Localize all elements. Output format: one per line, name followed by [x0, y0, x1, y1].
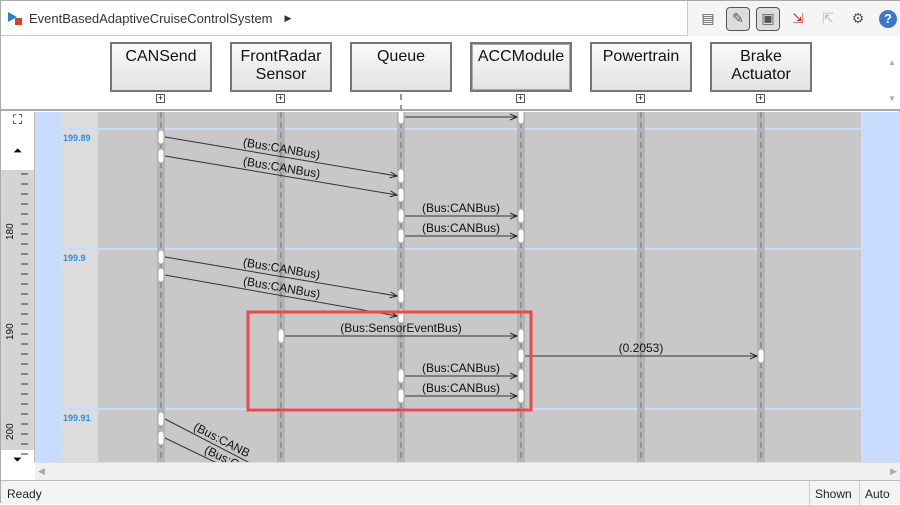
lifeline-queue[interactable]: Queue — [350, 42, 452, 92]
time-gutter — [61, 112, 98, 462]
status-bar: Ready Shown Auto — [1, 480, 900, 505]
receive-event — [517, 208, 525, 224]
send-event — [397, 228, 405, 244]
lifeline-cansend[interactable]: CANSend — [110, 42, 212, 92]
time-label: 199.91 — [63, 413, 91, 423]
expand-icon[interactable]: + — [516, 93, 525, 103]
receive-event — [397, 288, 405, 304]
status-text: Ready — [7, 487, 42, 501]
message-label: (Bus:CANBus) — [422, 201, 500, 215]
edit-layout-icon[interactable]: ✎ — [726, 6, 750, 31]
left-band — [35, 112, 61, 462]
message-arrow — [164, 274, 397, 316]
receive-event — [397, 187, 405, 203]
receive-event — [517, 388, 525, 404]
ruler-label: 190 — [5, 323, 16, 340]
import-icon[interactable]: ⇱ — [822, 10, 834, 26]
title-bar: EventBasedAdaptiveCruiseControlSystem ▶ … — [1, 1, 900, 36]
simulation-view-icon[interactable]: ▣ — [756, 6, 780, 31]
breadcrumb[interactable]: EventBasedAdaptiveCruiseControlSystem ▶ — [7, 10, 291, 26]
send-event — [517, 348, 525, 364]
send-event — [397, 388, 405, 404]
scroll-top-icon[interactable]: ⏶ — [1, 132, 34, 170]
send-event — [277, 328, 285, 344]
message-arrow — [164, 437, 216, 462]
receive-event — [517, 112, 525, 125]
send-event — [397, 368, 405, 384]
lifeline-accmodule[interactable]: ACCModule — [470, 42, 572, 92]
time-label: 199.89 — [63, 133, 91, 143]
mode-indicator[interactable]: Auto — [865, 487, 890, 501]
model-name[interactable]: EventBasedAdaptiveCruiseControlSystem — [29, 10, 273, 26]
properties-icon[interactable]: ▤ — [701, 10, 715, 26]
message-arrow — [164, 136, 397, 176]
expand-icon[interactable]: + — [756, 93, 765, 103]
message-arrow — [164, 418, 250, 462]
time-label: 199.9 — [63, 253, 86, 263]
horizontal-scrollbar[interactable]: ◀▶ — [35, 462, 900, 480]
receive-event — [397, 168, 405, 184]
message-label: (Bus:CANBus) — [422, 221, 500, 235]
breadcrumb-arrow-icon[interactable]: ▶ — [284, 12, 292, 23]
ruler-label: 200 — [5, 423, 16, 440]
expand-icon[interactable]: + — [636, 93, 645, 103]
scroll-up-icon[interactable]: ▲ — [888, 58, 896, 67]
export-icon[interactable]: ⇲ — [792, 10, 804, 26]
ruler-label: 180 — [5, 223, 16, 240]
receive-event — [517, 228, 525, 244]
receive-event — [757, 348, 765, 364]
help-icon[interactable]: ? — [876, 7, 900, 31]
model-icon — [8, 12, 22, 25]
canvas-bg — [35, 112, 900, 462]
lifeline-powertrain[interactable]: Powertrain — [590, 42, 692, 92]
send-event — [397, 112, 405, 125]
message-label: (Bus:CANBus) — [422, 361, 500, 375]
send-event — [157, 148, 165, 164]
message-arrow — [164, 256, 397, 296]
send-event — [157, 249, 165, 265]
right-band — [861, 112, 900, 462]
message-label: (Bus:SensorEventBus) — [340, 321, 461, 335]
scroll-down-icon[interactable]: ▼ — [888, 94, 896, 103]
send-event — [157, 411, 165, 427]
lifeline-stem — [400, 94, 402, 111]
send-event — [157, 430, 165, 446]
message-label: (Bus:CANBus) — [422, 381, 500, 395]
send-event — [157, 267, 165, 283]
shown-indicator[interactable]: Shown — [815, 487, 852, 501]
send-event — [397, 208, 405, 224]
toolbar: ▤ ✎ ▣ ⇲ ⇱ ⚙ ? — [687, 1, 900, 36]
highlight-box — [246, 310, 533, 412]
sequence-diagram[interactable]: 199.89 199.9 199.91 (Bus:CANBus) (Bus:CANBus… — [35, 112, 900, 462]
gear-icon[interactable]: ⚙ — [851, 10, 865, 26]
scroll-bottom-icon[interactable]: ⏷ — [1, 450, 34, 478]
send-event — [157, 129, 165, 145]
time-ruler[interactable]: ⛶ ⏶ ⏷ 180 190 200 — [1, 112, 35, 478]
message-arrow — [164, 155, 397, 195]
message-label: (0.2053) — [619, 341, 664, 355]
expand-icon[interactable]: + — [276, 93, 285, 103]
vertical-scrollbar[interactable]: ▲▼ — [883, 36, 900, 109]
expand-icon[interactable]: + — [156, 93, 165, 103]
receive-event — [517, 328, 525, 344]
fit-to-view-icon[interactable]: ⛶ — [1, 112, 34, 132]
receive-event — [517, 368, 525, 384]
